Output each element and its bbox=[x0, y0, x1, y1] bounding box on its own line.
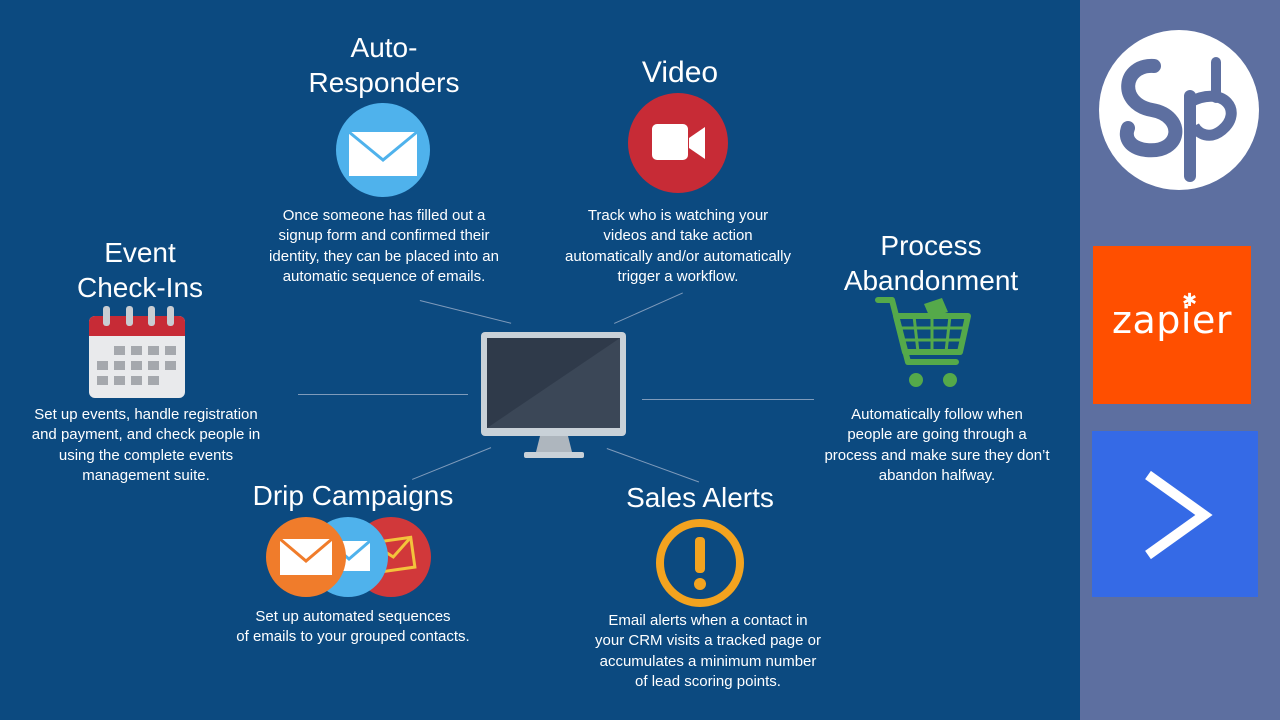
event-checkins-description-line: Set up events, handle registration bbox=[34, 406, 258, 423]
process-abandonment-description-line: abandon halfway. bbox=[878, 467, 996, 485]
video-description: Track who is watching your videos and ta… bbox=[528, 206, 828, 288]
video-description-line: trigger a workflow. bbox=[617, 268, 739, 286]
autoresponders-description-line: signup form and confirmed their bbox=[278, 227, 490, 245]
autoresponders-description-line: automatic sequence of emails. bbox=[282, 268, 486, 286]
sp-monogram-logo bbox=[1099, 30, 1259, 190]
sidebar: ✱ zapier bbox=[1080, 0, 1280, 720]
autoresponders-title-line: Auto- bbox=[350, 32, 418, 63]
video-description-line: Track who is watching your bbox=[587, 207, 769, 224]
chevron-right-icon bbox=[1145, 470, 1213, 560]
autoresponders-title-line: Responders bbox=[308, 67, 460, 98]
envelopes-stack-icon bbox=[266, 517, 431, 597]
activecampaign-logo bbox=[1092, 431, 1258, 597]
drip-campaigns-description: Set up automated sequences of emails to … bbox=[200, 607, 506, 648]
event-checkins-title-line: Event bbox=[104, 237, 176, 268]
process-abandonment-description: Automatically follow when people are goi… bbox=[792, 405, 1082, 487]
video-description-line: videos and take action bbox=[603, 227, 753, 245]
alert-icon bbox=[656, 519, 744, 607]
process-abandonment-description-line: process and make sure they don’t bbox=[824, 446, 1050, 464]
sales-alerts-description: Email alerts when a contact in your CRM … bbox=[558, 611, 858, 693]
connector-event-checkins bbox=[298, 394, 468, 395]
envelope-icon bbox=[336, 103, 430, 197]
sales-alerts-description-line: Email alerts when a contact in bbox=[608, 612, 808, 629]
zapier-wordmark: zapier bbox=[1112, 298, 1232, 342]
process-abandonment-title-line: Abandonment bbox=[843, 265, 1019, 296]
autoresponders-description-line: Once someone has filled out a bbox=[282, 207, 486, 224]
video-camera-icon bbox=[628, 93, 728, 193]
shopping-cart-icon bbox=[875, 297, 971, 387]
connector-process-abandonment bbox=[642, 399, 814, 400]
sales-alerts-description-line: accumulates a minimum number bbox=[599, 652, 817, 670]
video-description-line: automatically and/or automatically bbox=[565, 247, 791, 265]
event-checkins-description: Set up events, handle registration and p… bbox=[0, 405, 292, 487]
event-checkins-title: Event Check-Ins bbox=[40, 235, 240, 305]
connector-autoresponders bbox=[419, 300, 512, 324]
asterisk-icon: ✱ bbox=[1182, 290, 1198, 311]
sales-alerts-description-line: of lead scoring points. bbox=[635, 673, 781, 691]
event-checkins-title-line: Check-Ins bbox=[76, 272, 204, 303]
sales-alerts-title: Sales Alerts bbox=[590, 480, 810, 515]
video-title-line: Video bbox=[641, 56, 719, 89]
autoresponders-title: Auto- Responders bbox=[284, 30, 484, 100]
connector-video bbox=[614, 292, 683, 324]
zapier-logo: ✱ zapier bbox=[1093, 246, 1251, 404]
sales-alerts-title-line: Sales Alerts bbox=[626, 482, 774, 513]
event-checkins-description-line: management suite. bbox=[82, 467, 210, 485]
drip-campaigns-description-line: of emails to your grouped contacts. bbox=[236, 628, 470, 646]
drip-campaigns-description-line: Set up automated sequences bbox=[255, 608, 451, 625]
drip-campaigns-title: Drip Campaigns bbox=[238, 478, 468, 513]
event-checkins-description-line: using the complete events bbox=[58, 446, 234, 464]
diagram-canvas: Auto- Responders Once someone has filled… bbox=[0, 0, 1080, 720]
process-abandonment-description-line: people are going through a bbox=[847, 426, 1027, 444]
sales-alerts-description-line: your CRM visits a tracked page or bbox=[595, 632, 821, 650]
process-abandonment-description-line: Automatically follow when bbox=[851, 406, 1023, 423]
drip-campaigns-title-line: Drip Campaigns bbox=[252, 480, 454, 511]
autoresponders-description-line: identity, they can be placed into an bbox=[269, 247, 499, 265]
event-checkins-description-line: and payment, and check people in bbox=[31, 426, 261, 444]
process-abandonment-title: Process Abandonment bbox=[820, 228, 1042, 298]
video-title: Video bbox=[580, 55, 780, 90]
process-abandonment-title-line: Process bbox=[880, 230, 982, 261]
autoresponders-description: Once someone has filled out a signup for… bbox=[234, 206, 534, 288]
monitor-icon bbox=[481, 332, 626, 458]
calendar-icon bbox=[89, 306, 185, 398]
